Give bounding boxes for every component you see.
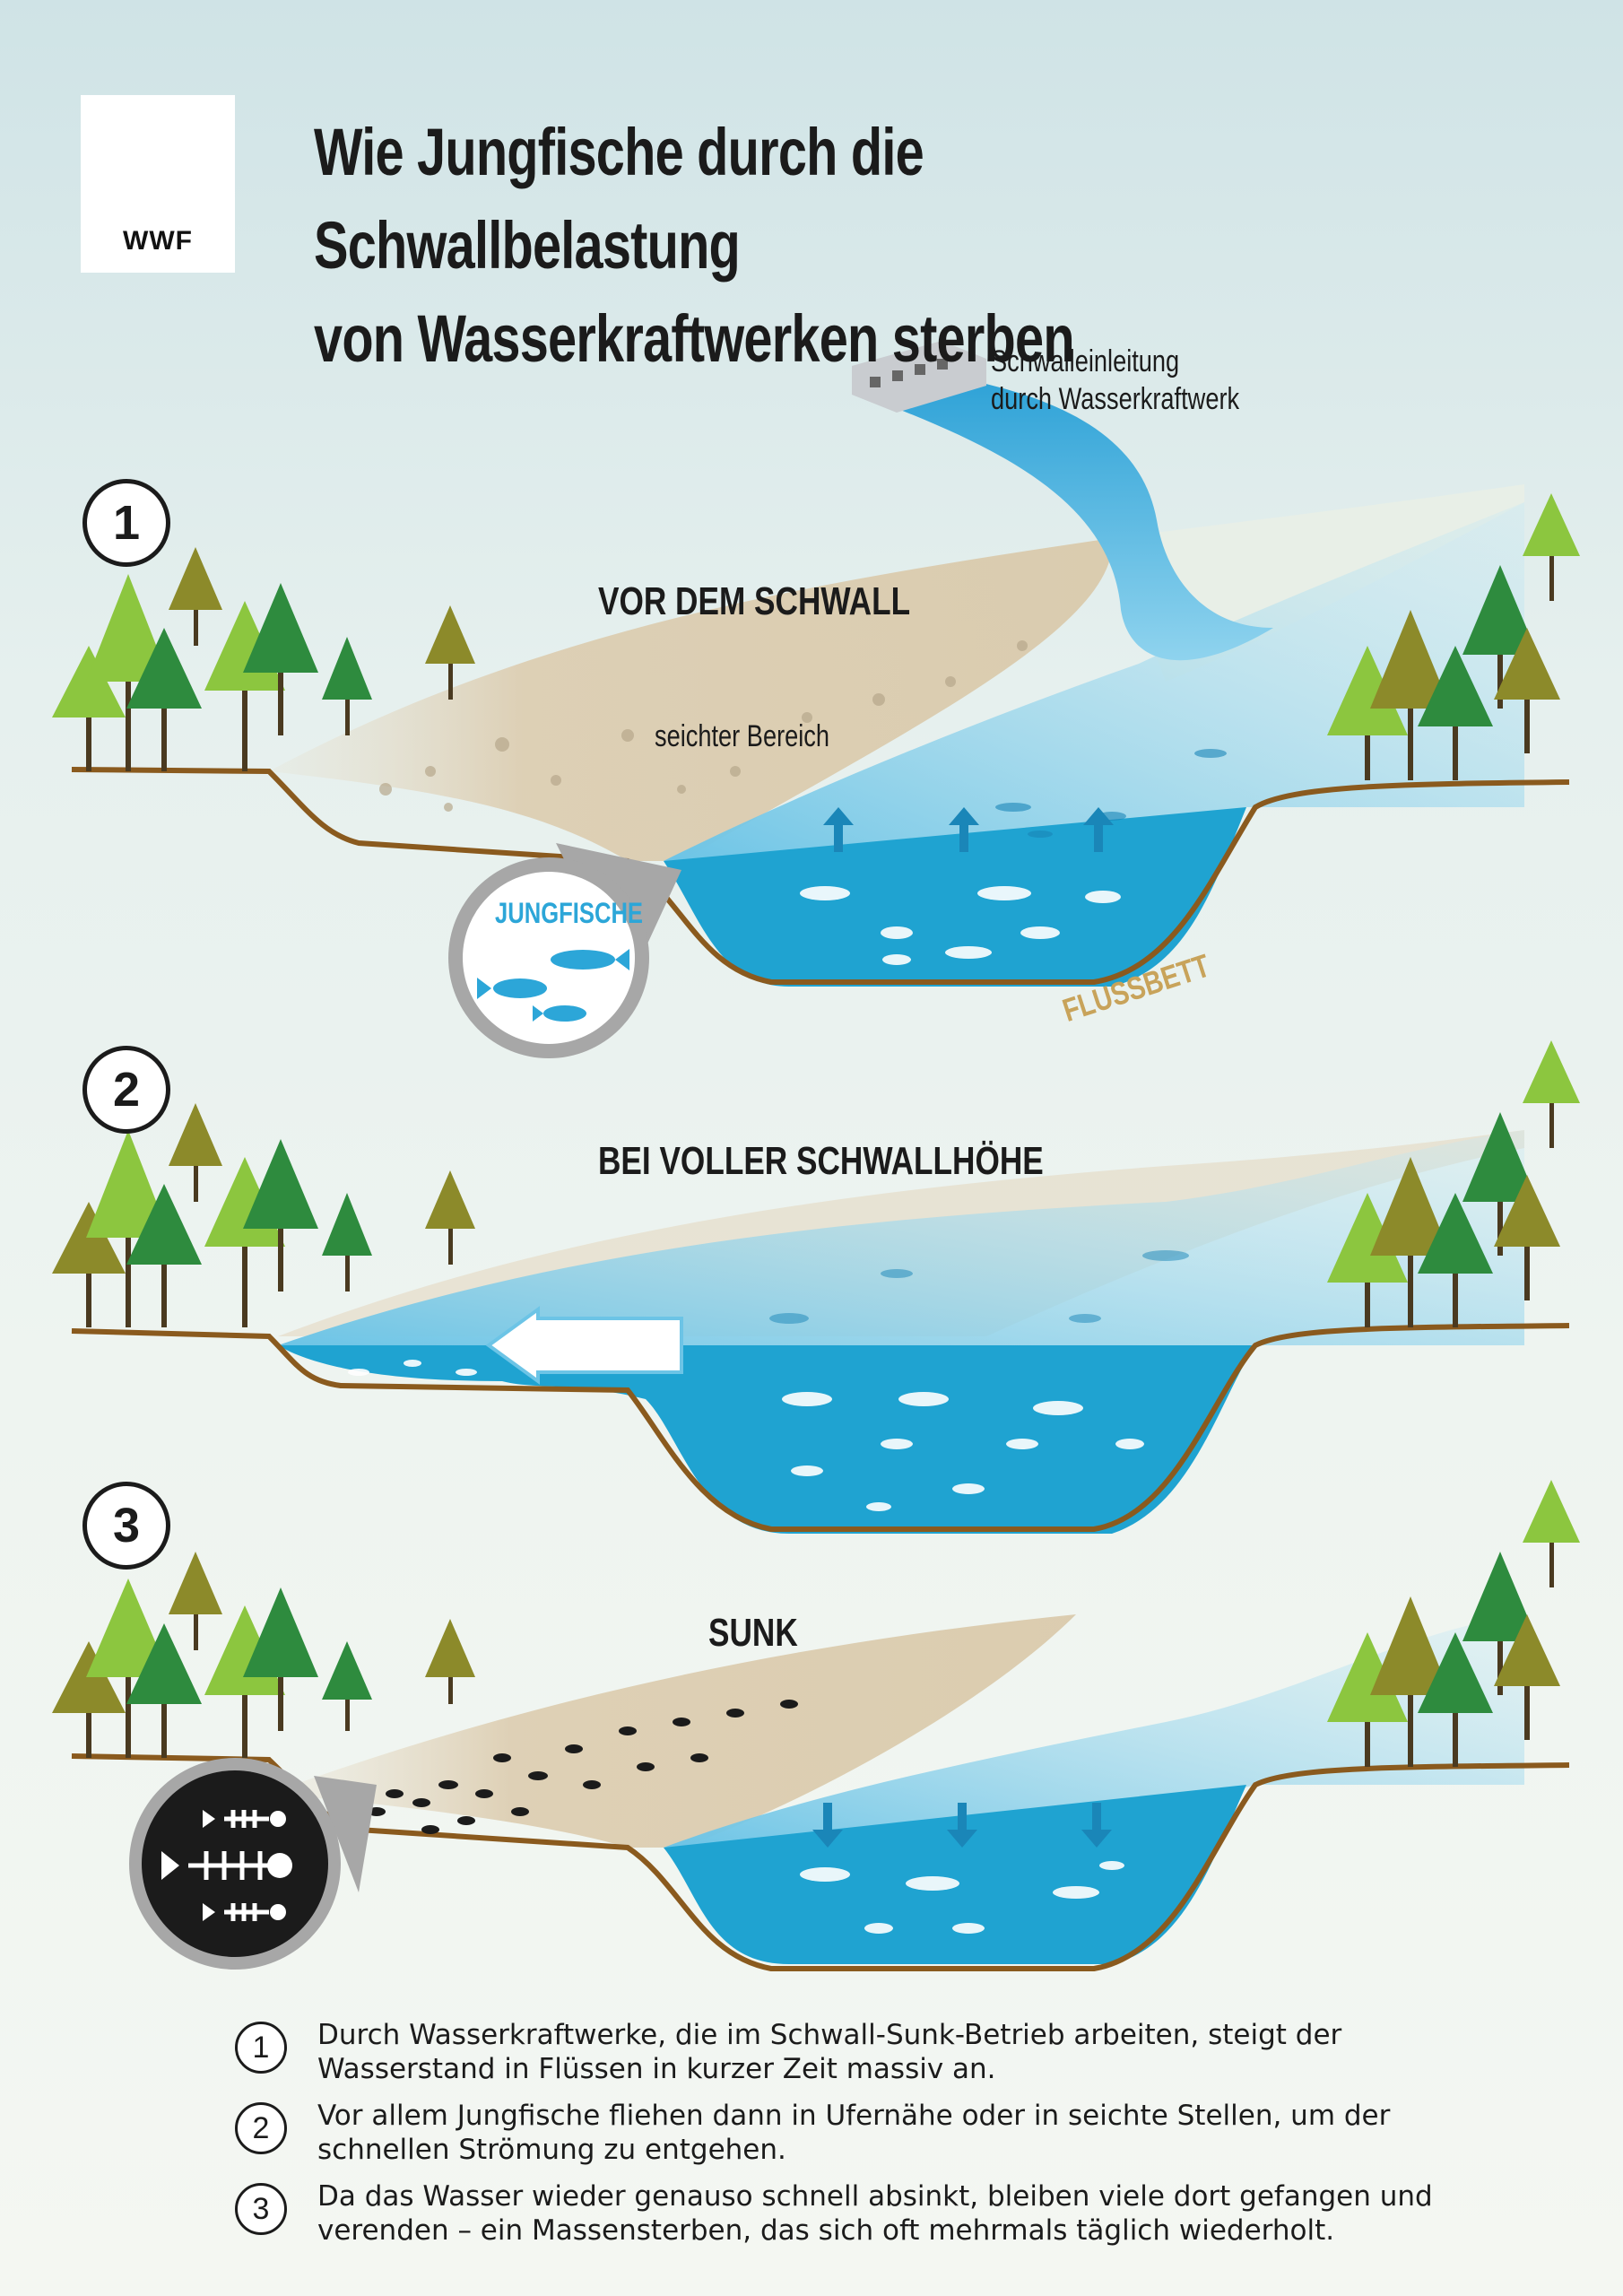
stage-3-label: SUNK (708, 1611, 798, 1655)
jungfische-zoom-bubble (448, 843, 681, 1058)
stage-3-scene (71, 1614, 1570, 1971)
stage-3-number: 3 (82, 1482, 170, 1570)
stage-2-number: 2 (82, 1046, 170, 1134)
wwf-logo-text: WWF (123, 226, 193, 256)
legend-text-2: Vor allem Jungfische fliehen dann in Ufe… (317, 2100, 1391, 2166)
title-line-1: Wie Jungfische durch die Schwallbelastun… (314, 115, 924, 283)
legend-number-2: 2 (235, 2102, 287, 2154)
shallow-area-label: seichter Bereich (655, 719, 830, 753)
outlet-annotation-line-2: durch Wasserkraftwerk (991, 382, 1240, 416)
stage-2-label: BEI VOLLER SCHWALLHÖHE (598, 1139, 1044, 1183)
dead-fish-zoom-bubble (129, 1758, 377, 1970)
stage-1-scene (71, 341, 1570, 987)
legend-number-3: 3 (235, 2183, 287, 2235)
stage-2-scene (71, 1130, 1570, 1534)
outlet-annotation: Schwalleinleitung durch Wasserkraftwerk (991, 343, 1239, 418)
stage-1-label: VOR DEM SCHWALL (598, 579, 911, 623)
outlet-annotation-line-1: Schwalleinleitung (991, 344, 1180, 378)
legend-number-1: 1 (235, 2022, 287, 2074)
stage-1-number: 1 (82, 479, 170, 567)
page-title: Wie Jungfische durch die Schwallbelastun… (314, 106, 1293, 386)
title-line-2: von Wasserkraftwerken sterben (314, 301, 1075, 376)
juvenile-fish-label: JUNGFISCHE (495, 897, 643, 929)
trees-left (52, 547, 475, 1758)
legend-text-3: Da das Wasser wieder genauso schnell abs… (317, 2180, 1433, 2247)
trees-right (1327, 493, 1580, 1767)
legend-text-1: Durch Wasserkraftwerke, die im Schwall-S… (317, 2019, 1342, 2085)
wwf-logo: WWF (81, 95, 235, 273)
